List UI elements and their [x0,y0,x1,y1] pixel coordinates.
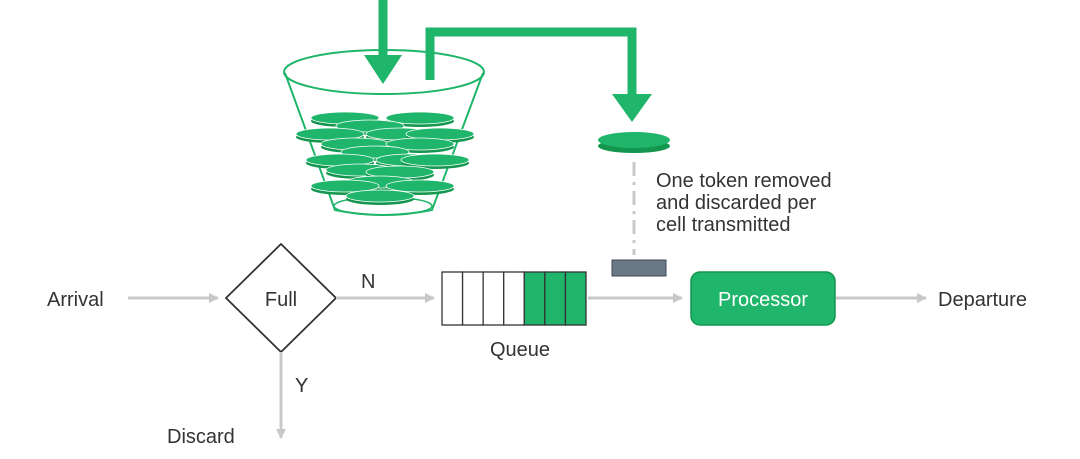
queue-buffer [441,271,587,326]
queue-cell-empty [503,271,525,326]
bucket-token [385,137,455,151]
token-note-line-3: cell transmitted [656,214,791,236]
bucket-token [345,189,415,203]
queue-cell-filled [523,271,546,326]
no-branch-label: N [361,271,375,293]
token-bucket-icon [283,0,652,216]
queue-cell-empty [461,271,484,326]
bucket-token [385,111,455,125]
token-output-pipe [425,27,637,100]
queue-cell-filled [544,271,567,326]
bucket-token-stack [295,111,475,205]
discard-label: Discard [167,426,235,448]
queue-cell-empty [482,271,505,326]
token-disc-icon [598,132,670,153]
token-input-arrow-head [364,55,402,84]
token-note-line-1: One token removed [656,170,832,192]
queue-cell-empty [441,271,464,326]
bucket-token [310,179,380,193]
token-output-arrow-head [612,94,652,122]
processor-box [690,271,836,326]
bucket-token [400,153,470,167]
token-meter-icon [611,259,667,277]
processor-label: Processor [718,289,808,311]
queue-cell-filled [564,271,587,326]
arrival-label: Arrival [47,289,104,311]
yes-branch-label: Y [295,375,308,397]
queue-label: Queue [490,339,550,361]
full-label: Full [265,289,297,311]
token-note-line-2: and discarded per [656,192,816,214]
bucket-token [385,179,455,193]
departure-label: Departure [938,289,1027,311]
